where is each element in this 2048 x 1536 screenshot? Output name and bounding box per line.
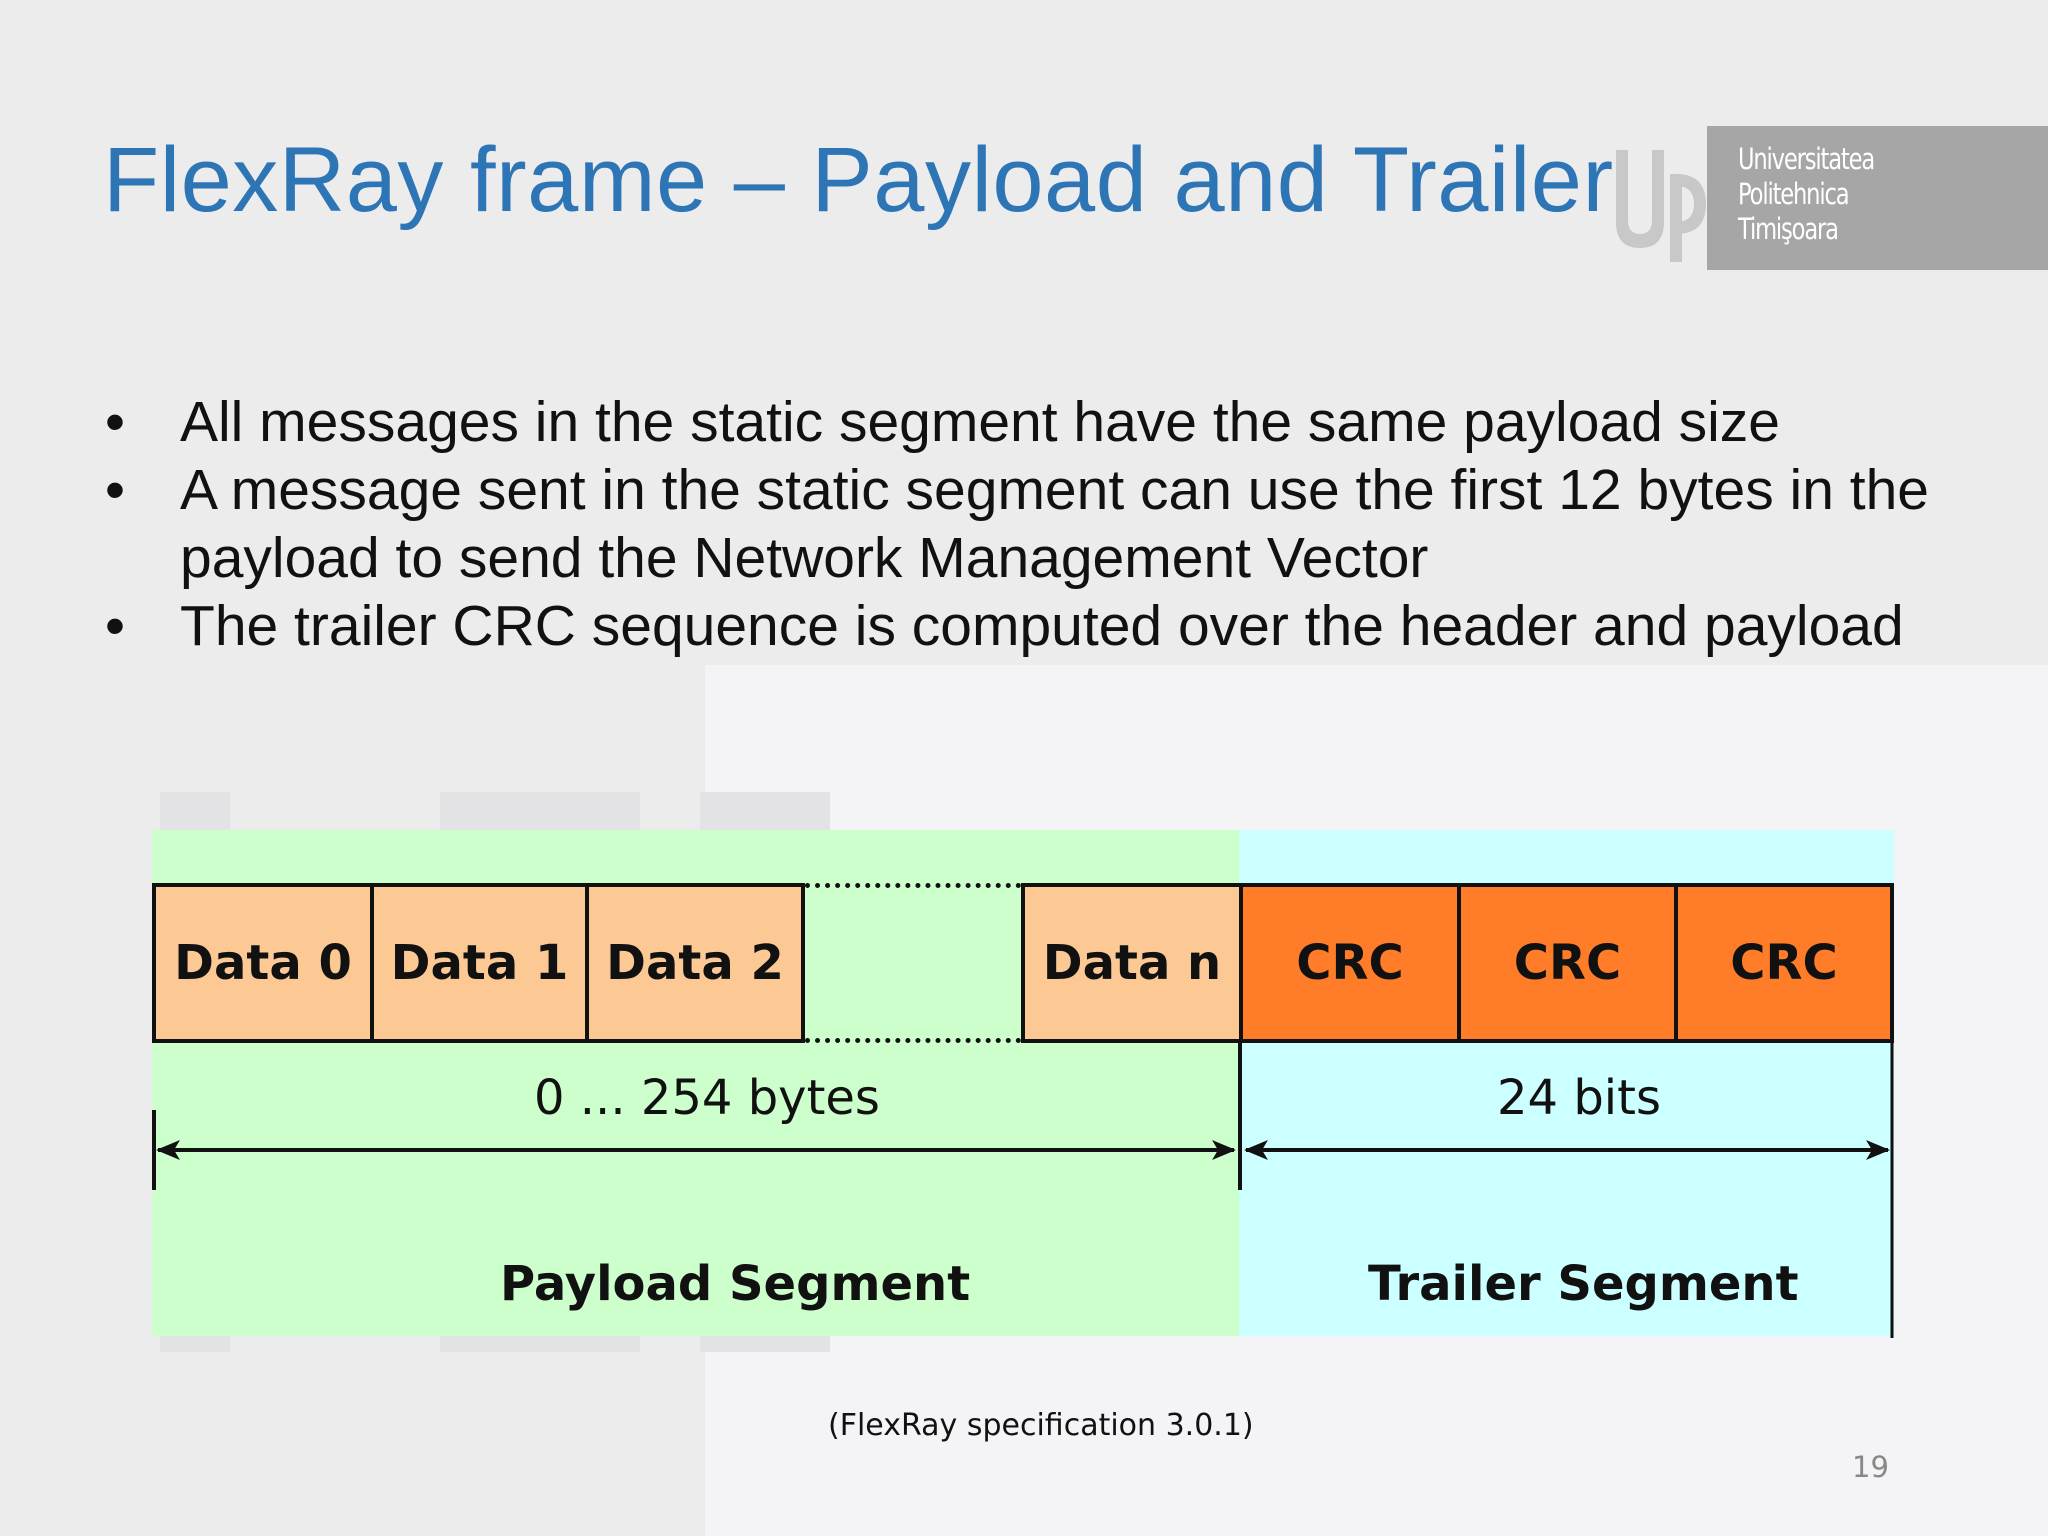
trailer-segment-label: Trailer Segment [1368, 1256, 1799, 1312]
logo-line: Universitatea [1738, 142, 1875, 176]
bullet-item: A message sent in the static segment can… [100, 456, 2000, 592]
bullet-item: All messages in the static segment have … [100, 388, 2000, 456]
slide-title: FlexRay frame – Payload and Trailer [103, 129, 1614, 231]
logo-line: Timişoara [1738, 212, 1839, 246]
size-arrows [152, 1043, 1894, 1338]
payload-segment-label: Payload Segment [500, 1256, 971, 1312]
crc-cell: CRC [1239, 883, 1461, 1043]
trailer-size-label: 24 bits [1497, 1070, 1661, 1126]
crc-cell: CRC [1674, 883, 1894, 1043]
data-cell: Data n [1021, 883, 1243, 1043]
logo-text-band: Universitatea Politehnica Timişoara [1707, 126, 2048, 270]
logo-line: Politehnica [1738, 177, 1850, 211]
data-gap-ellipsis [805, 883, 1021, 1043]
data-cell: Data 0 [152, 883, 374, 1043]
frame-diagram: Data 0 Data 1 Data 2 Data n CRC CRC CRC … [152, 828, 1894, 1338]
university-logo: Universitatea Politehnica Timişoara [1612, 126, 2048, 270]
data-cell: Data 2 [585, 883, 805, 1043]
upt-logo-mark [1616, 150, 1706, 262]
crc-cell: CRC [1457, 883, 1678, 1043]
bullet-item: The trailer CRC sequence is computed ove… [100, 592, 2000, 660]
source-caption: (FlexRay specification 3.0.1) [828, 1408, 1254, 1443]
bullet-list: All messages in the static segment have … [100, 388, 2000, 660]
payload-size-label: 0 ... 254 bytes [534, 1070, 880, 1126]
page-number: 19 [1852, 1450, 1889, 1484]
